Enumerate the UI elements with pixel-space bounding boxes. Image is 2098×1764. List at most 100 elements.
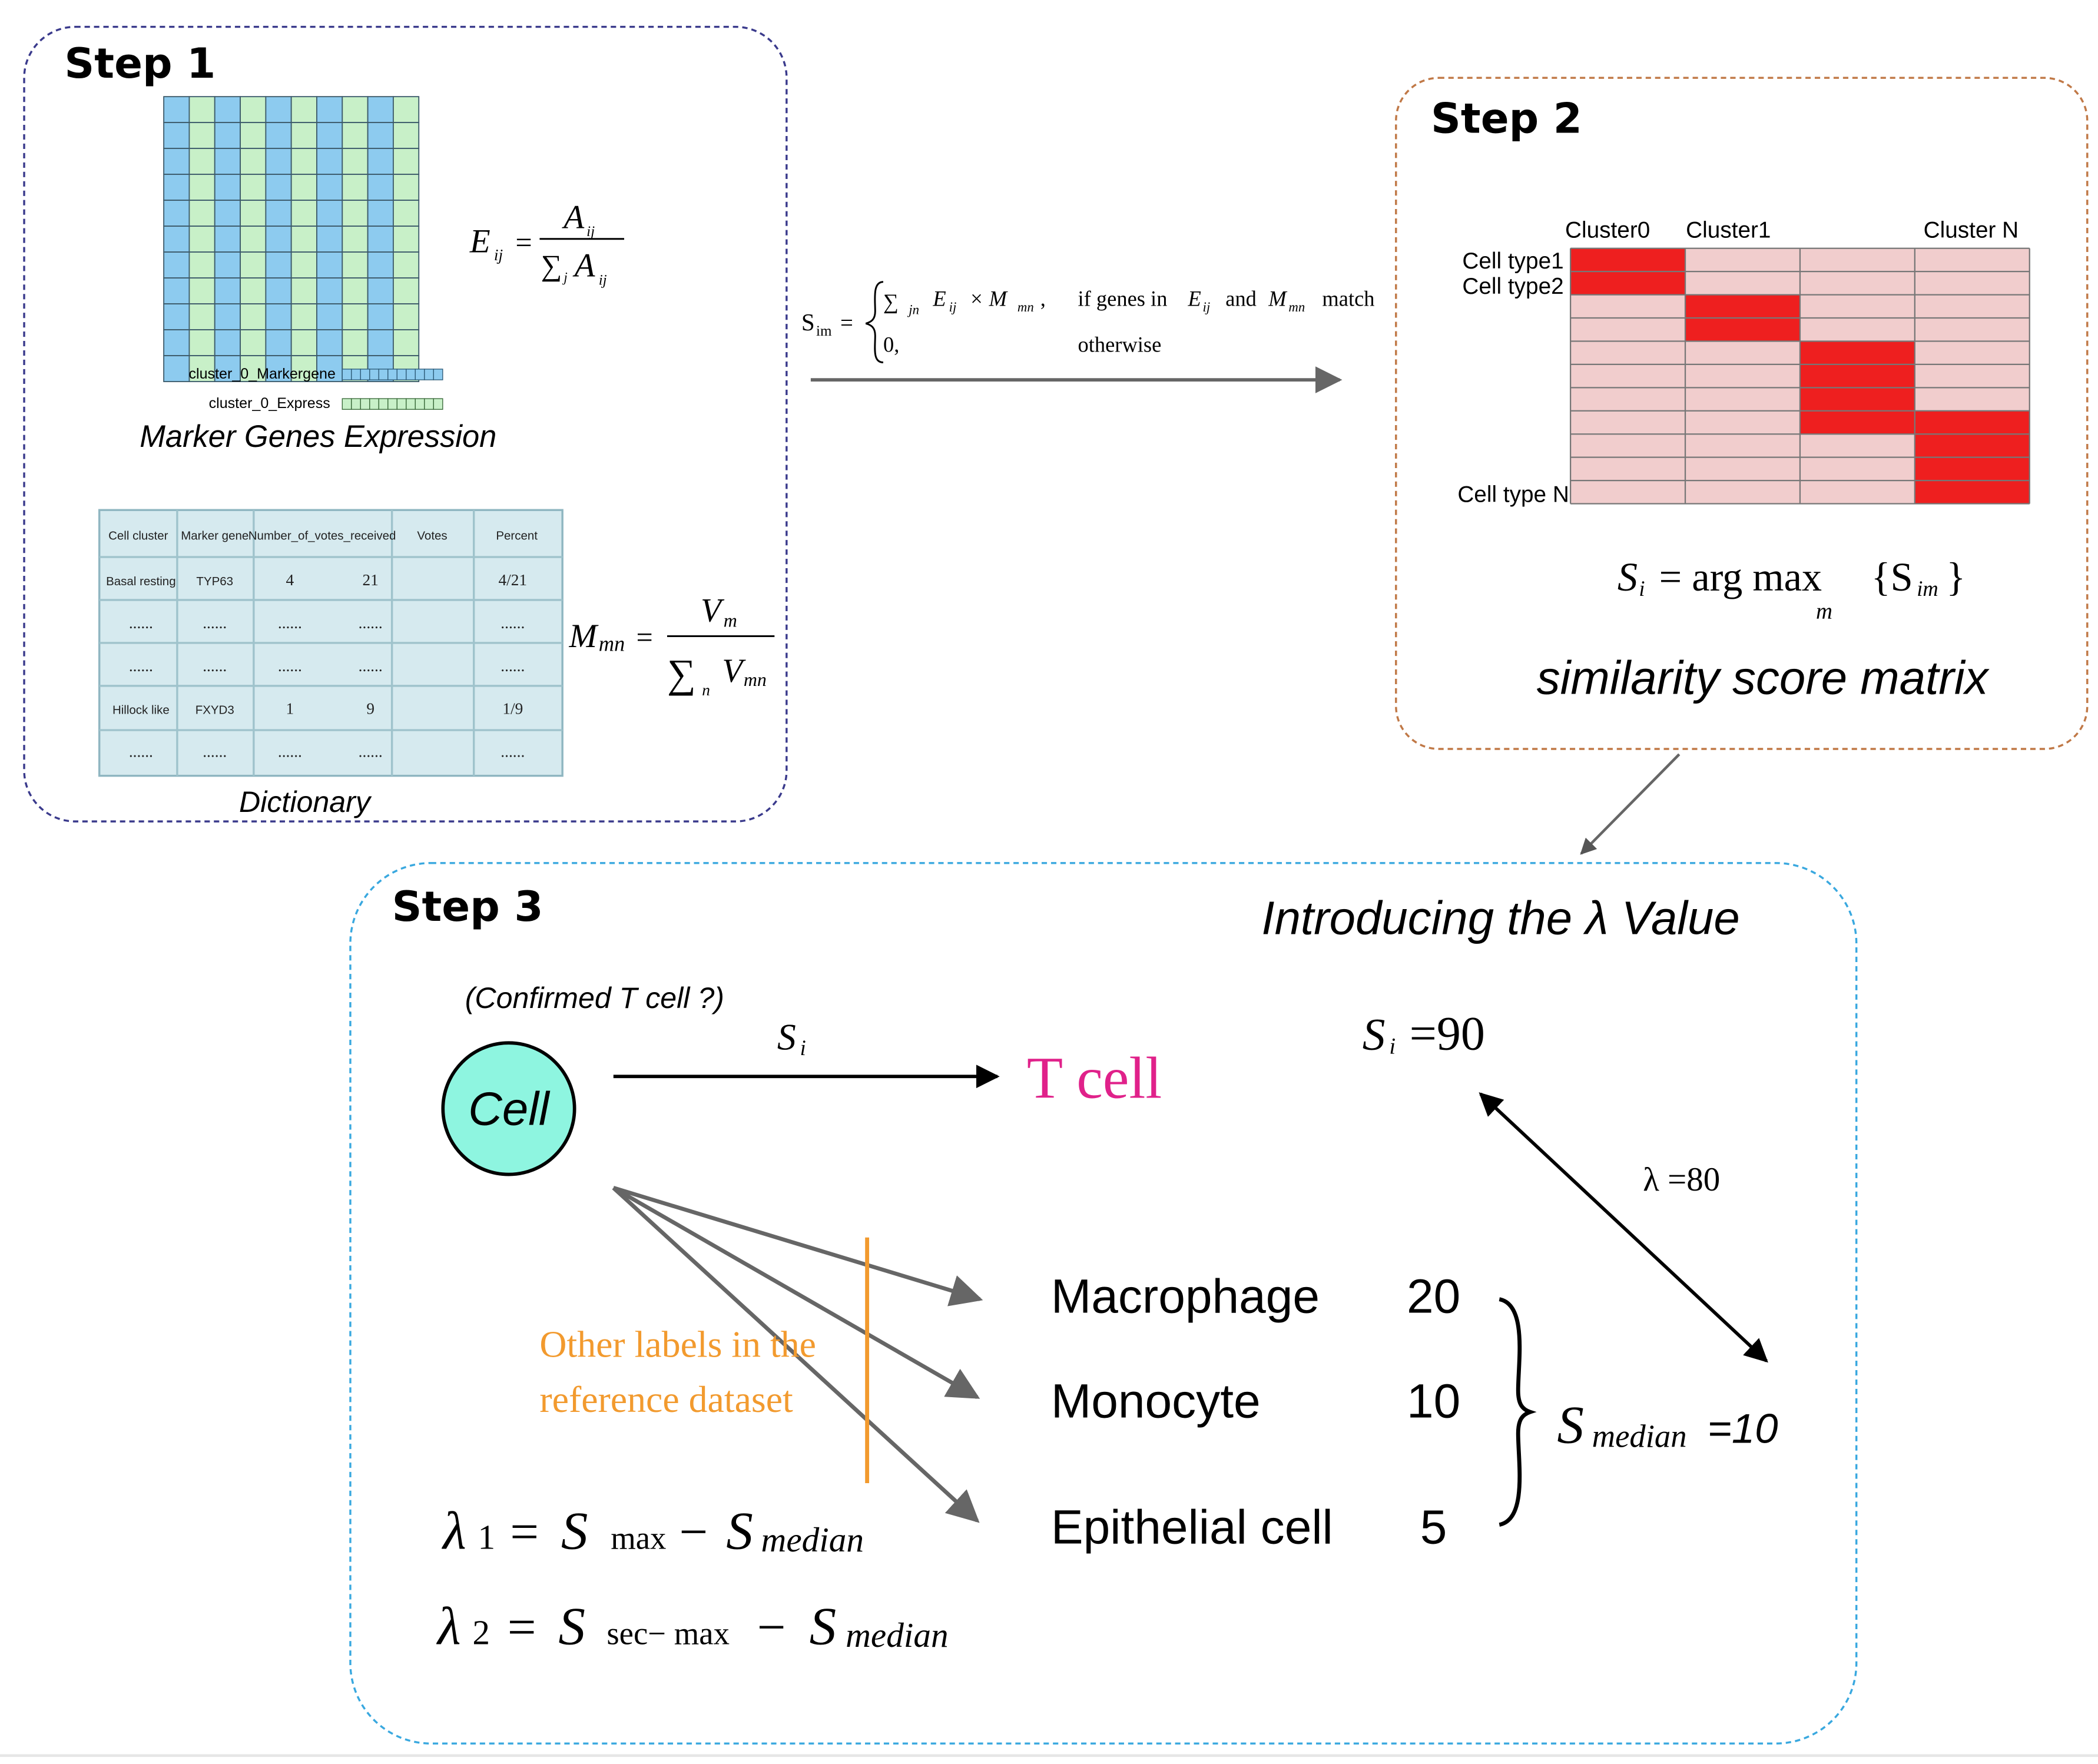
expression-cell	[290, 122, 317, 150]
matrix-cell	[1685, 457, 1800, 481]
expression-grid	[163, 96, 420, 383]
expression-cell	[265, 226, 292, 253]
formula-m-num-sub: m	[724, 611, 737, 631]
si-value-sub: i	[1389, 1033, 1396, 1059]
transition-cond-m-sub: mn	[1288, 300, 1305, 314]
matrix-cell	[1570, 480, 1686, 504]
legend-markergene: cluster_0_Markergene	[189, 366, 336, 382]
expression-cell	[342, 174, 369, 201]
legend-marker-cell	[424, 369, 434, 380]
expression-cell	[367, 303, 394, 331]
table-cell: ......	[203, 614, 227, 632]
legend-express-cell	[424, 398, 434, 410]
expression-cell	[290, 329, 317, 357]
expression-cell	[367, 277, 394, 305]
matrix-cell	[1685, 480, 1800, 504]
formula-e-num: A	[561, 199, 584, 236]
table-cell: ......	[129, 657, 153, 675]
matrix-cell	[1685, 294, 1800, 319]
table-cell: TYP63	[196, 575, 233, 588]
formula-m: M mn = V m ∑ n V mn	[569, 592, 775, 699]
legend-marker-cell	[351, 369, 361, 380]
table-cell: 4/21	[498, 571, 527, 589]
matrix-cell	[1685, 341, 1800, 364]
expression-cell	[367, 174, 394, 201]
table-cell: ......	[501, 657, 525, 675]
formula-si-argmax: S i = arg max m {S im }	[1618, 555, 1966, 624]
table-cell: ......	[501, 614, 525, 632]
question-confirmed-t-cell: (Confirmed T cell ?)	[465, 982, 724, 1014]
smedian: S median =10	[1557, 1395, 1778, 1455]
smedian-value: =10	[1708, 1405, 1778, 1452]
formula-e-den: A	[572, 247, 595, 284]
argmax-rhs-sub: im	[1917, 577, 1938, 601]
transition-lhs-sub: im	[816, 323, 832, 339]
lambda1-eq: =	[510, 1504, 539, 1560]
transition-eq: =	[840, 310, 853, 336]
lambda1-symbol: λ	[441, 1501, 466, 1561]
matrix-cell	[1570, 387, 1686, 411]
expression-cell	[367, 329, 394, 357]
lambda2-symbol: λ	[436, 1597, 461, 1656]
matrix-cell	[1570, 457, 1686, 481]
lambda2-formula: λ 2 = S sec− max − S median	[436, 1597, 948, 1656]
expression-cell	[188, 303, 216, 331]
si-value-number: =90	[1410, 1007, 1485, 1060]
matrix-cell	[1914, 248, 2030, 272]
argmax-close: }	[1946, 555, 1966, 599]
transition-sum: ∑	[883, 290, 899, 313]
expression-cell	[265, 329, 292, 357]
matrix-cell	[1685, 318, 1800, 341]
step3-title: Step 3	[392, 882, 543, 931]
transition-zero: 0,	[883, 333, 899, 356]
table-cell: 1	[286, 700, 294, 718]
other-labels-line2: reference dataset	[539, 1378, 793, 1420]
smedian-s: S	[1557, 1395, 1584, 1455]
matrix-cell	[1685, 410, 1800, 435]
step2-panel	[1395, 77, 2089, 750]
matrix-cell	[1685, 387, 1800, 411]
expression-cell	[214, 277, 241, 305]
expression-cell	[188, 96, 216, 124]
lambda1-minus: −	[679, 1504, 708, 1560]
formula-m-den-sum: ∑	[667, 651, 696, 696]
expression-cell	[316, 96, 343, 124]
formula-m-lhs-sub: mn	[599, 632, 625, 656]
expression-cell	[316, 200, 343, 227]
formula-e-lhs-sub: ij	[494, 246, 503, 264]
expression-cell	[393, 303, 420, 331]
table-cell: ......	[203, 657, 227, 675]
expression-cell	[163, 303, 190, 331]
matrix-cell	[1799, 457, 1915, 481]
expression-cell	[214, 329, 241, 357]
expression-cell	[188, 251, 216, 279]
expression-cell	[290, 174, 317, 201]
formula-e: E ij = A ij ∑ j A ij	[469, 199, 625, 288]
lambda1-formula: λ 1 = S max − S median	[441, 1501, 864, 1561]
expression-cell	[393, 122, 420, 150]
expression-cell	[367, 122, 394, 150]
formula-m-eq: =	[637, 621, 653, 654]
argmax-lhs: S	[1618, 555, 1638, 599]
table-cell: ......	[501, 743, 525, 761]
lambda2-eq: =	[508, 1599, 536, 1656]
expression-cell	[265, 277, 292, 305]
table-cell: ......	[278, 657, 302, 675]
legend-marker-cell	[378, 369, 389, 380]
table-cell: Basal resting	[106, 575, 176, 588]
legend-express-cell	[342, 398, 352, 410]
cluster-label-n: Cluster N	[1924, 217, 2019, 243]
argmax-lhs-sub: i	[1639, 577, 1645, 601]
legend-express-cell	[406, 398, 416, 410]
lambda2-minus: −	[757, 1599, 786, 1656]
expression-cell	[214, 122, 241, 150]
transition-times-m: × M	[969, 287, 1009, 311]
matrix-cell	[1914, 364, 2030, 388]
legend-marker-cell	[415, 369, 425, 380]
lambda1-index: 1	[478, 1518, 496, 1557]
lambda2-s2-sub: median	[846, 1616, 948, 1654]
matrix-cell	[1570, 294, 1686, 319]
expression-cell	[316, 303, 343, 331]
